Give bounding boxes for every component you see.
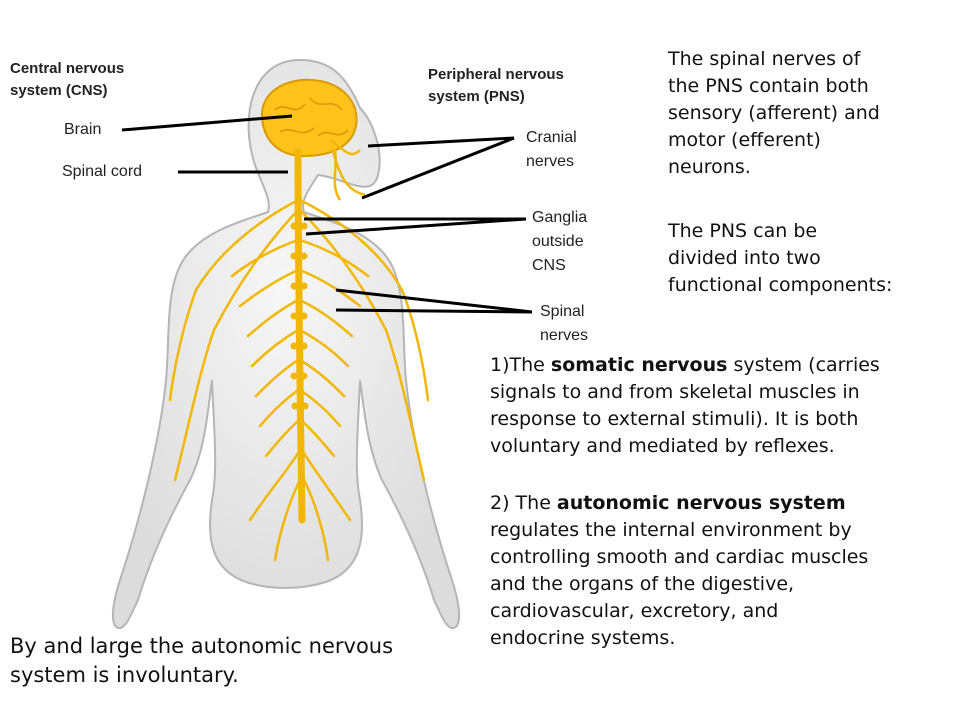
- pns-header: Peripheral nervous system (PNS): [428, 66, 564, 105]
- ganglia-dots: [290, 222, 309, 410]
- ganglia-label: Ganglia outside CNS: [532, 209, 588, 274]
- cranial-nerves-shape: [329, 138, 366, 201]
- brain-label: Brain: [64, 121, 102, 138]
- pns-divide-text: The PNS can be divided into two function…: [668, 220, 893, 296]
- pns-intro-text: The spinal nerves of the PNS contain bot…: [668, 48, 880, 178]
- somatic-text: 1)The somatic nervous system (carries si…: [490, 354, 880, 457]
- spinal-cord-label: Spinal cord: [62, 163, 143, 180]
- spinal-cord: [294, 148, 306, 524]
- body-silhouette: [112, 58, 460, 630]
- cns-header: Central nervous system (CNS): [10, 60, 125, 99]
- spinal-nerves-label: Spinal nerves: [540, 303, 589, 344]
- pointer-lines: [121, 114, 533, 314]
- cranial-nerves-label: Cranial nerves: [526, 129, 577, 170]
- autonomic-text: 2) The autonomic nervous system regulate…: [490, 492, 869, 649]
- spinal-nerves-shape: [168, 198, 430, 562]
- brain-shape: [260, 78, 358, 158]
- involuntary-text: By and large the autonomic nervous syste…: [10, 634, 394, 687]
- brain-folds: [274, 97, 349, 137]
